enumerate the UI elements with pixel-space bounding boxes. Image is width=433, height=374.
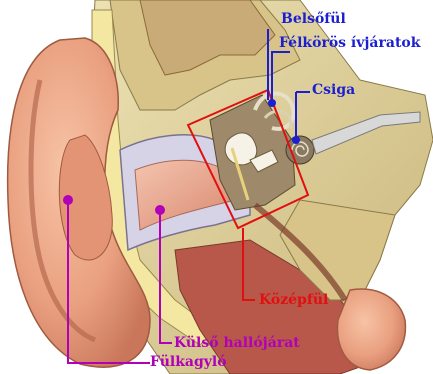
lower-lobe <box>337 289 405 370</box>
label-cochlea: Csiga <box>312 83 355 97</box>
label-auricle: Fülkagyló <box>150 355 227 369</box>
label-semicircular-canals: Félkörös ívjáratok <box>279 36 420 50</box>
dot-cochlea <box>292 136 300 144</box>
label-inner-ear: Belsőfül <box>281 12 346 26</box>
dot-inner-ear <box>268 99 276 107</box>
label-middle-ear: Középfül <box>259 293 328 307</box>
label-ear-canal: Külső hallójárat <box>174 336 300 350</box>
